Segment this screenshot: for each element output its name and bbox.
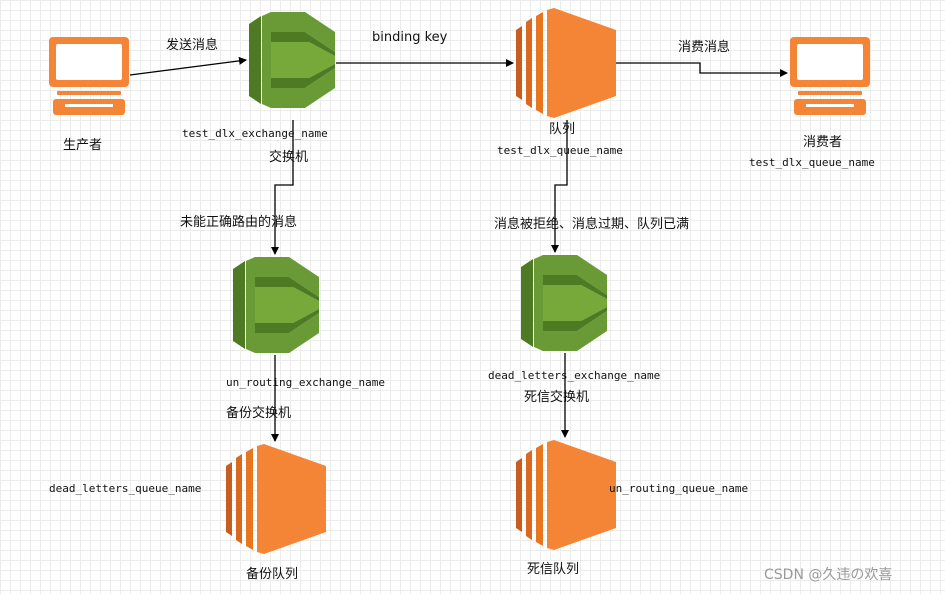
dead-letter-exchange-icon — [521, 255, 607, 351]
dead-queue-name: un_routing_queue_name — [609, 482, 749, 495]
consumer-computer-icon — [790, 37, 870, 115]
unroutable-edge-label: 未能正确路由的消息 — [180, 215, 298, 230]
main-queue-icon — [516, 8, 616, 118]
watermark: CSDN @久违の欢喜 — [764, 567, 893, 583]
dead-exchange-label: 死信交换机 — [524, 390, 590, 405]
send-message-edge-label: 发送消息 — [166, 38, 219, 53]
dead-exchange-name: dead_letters_exchange_name — [488, 369, 661, 382]
consumer-label: 消费者 — [803, 135, 843, 150]
backup-exchange-label: 备份交换机 — [226, 406, 292, 421]
backup-exchange-name: un_routing_exchange_name — [226, 376, 385, 389]
edge-exchange-to-backup-exchange — [271, 120, 294, 255]
dead-letter-queue-icon — [516, 440, 616, 550]
edge-producer-to-exchange — [129, 56, 247, 76]
backup-queue-icon — [226, 444, 326, 554]
producer-label: 生产者 — [63, 138, 103, 153]
backup-queue-name: dead_letters_queue_name — [49, 482, 202, 495]
main-exchange-icon — [249, 12, 335, 108]
backup-queue-label: 备份队列 — [246, 567, 299, 582]
main-exchange-label: 交换机 — [269, 150, 309, 165]
consumer-queue-name: test_dlx_queue_name — [749, 156, 875, 169]
consume-message-edge-label: 消费消息 — [678, 40, 731, 55]
edge-queue-to-consumer — [614, 62, 788, 77]
dead-queue-label: 死信队列 — [527, 562, 580, 577]
edge-queue-to-dead-exchange — [551, 120, 568, 253]
producer-computer-icon — [49, 37, 129, 115]
backup-exchange-icon — [233, 257, 319, 353]
binding-key-edge-label: binding key — [372, 30, 448, 45]
dead-reasons-edge-label: 消息被拒绝、消息过期、队列已满 — [494, 217, 690, 232]
main-queue-name: test_dlx_queue_name — [497, 144, 623, 157]
connectors — [129, 56, 788, 442]
main-queue-label: 队列 — [549, 122, 576, 137]
main-exchange-name: test_dlx_exchange_name — [182, 127, 328, 140]
